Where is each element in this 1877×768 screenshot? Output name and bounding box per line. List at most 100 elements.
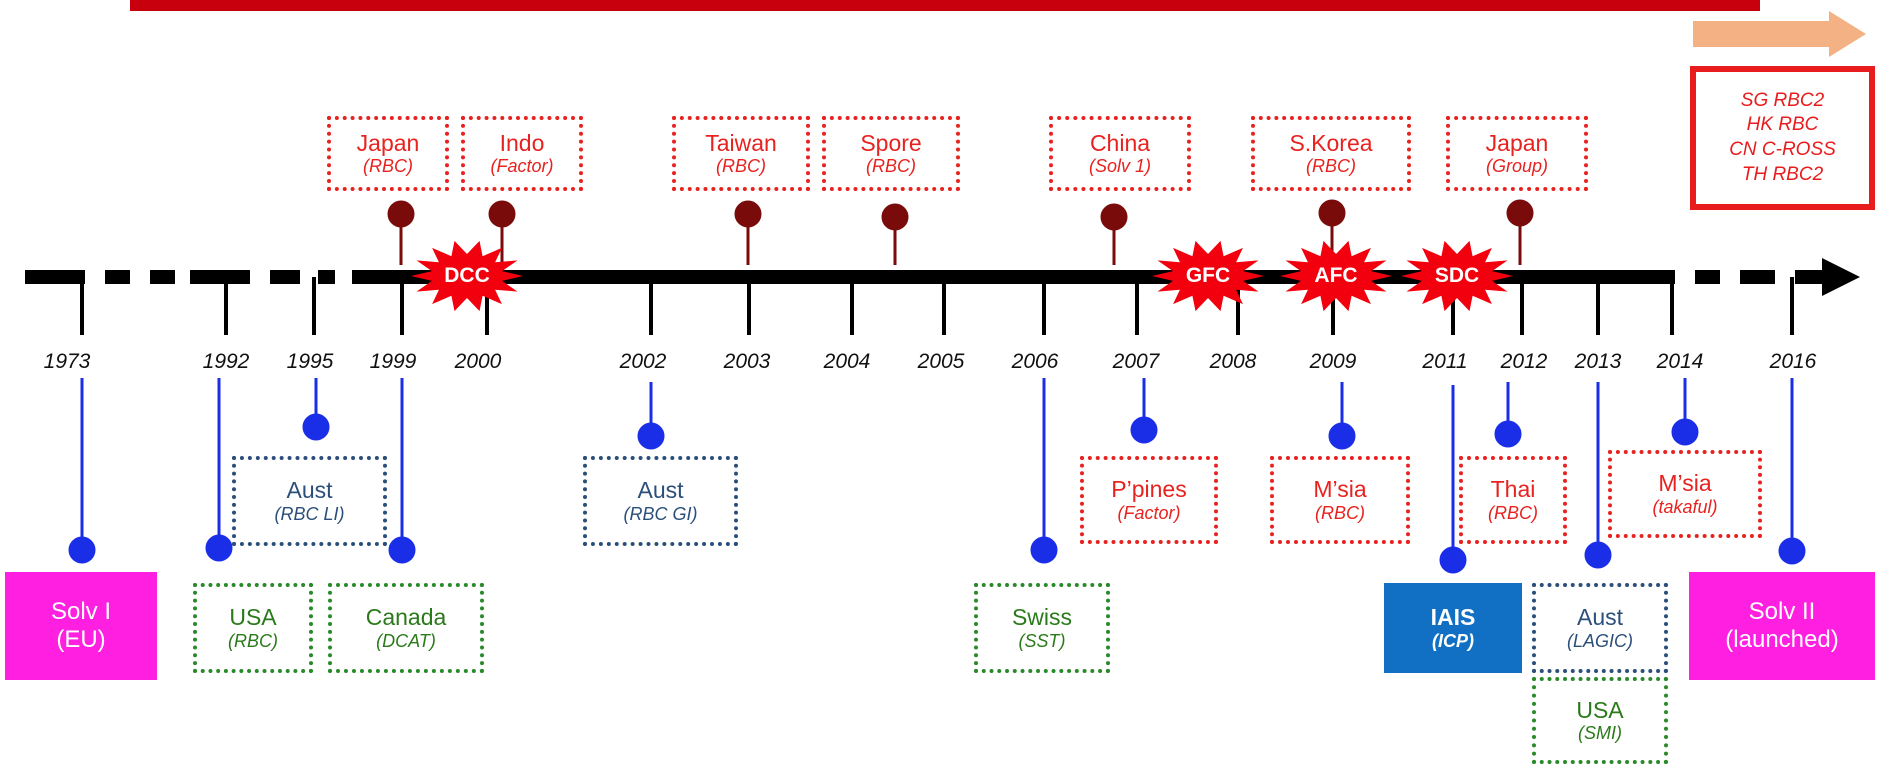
box-canada: Canada (DCAT) — [328, 583, 484, 673]
year-label: 2007 — [1112, 350, 1160, 373]
box-subtitle: (Solv 1) — [1088, 156, 1151, 177]
year-label: 2011 — [1422, 350, 1468, 373]
box-msia-rbc: M’sia (RBC) — [1270, 456, 1410, 544]
box-title: M’sia — [1313, 476, 1367, 503]
box-aust-lagic: Aust (LAGIC) — [1532, 583, 1668, 673]
box-title: Canada — [365, 604, 447, 631]
upcoming-item: CN C-ROSS — [1729, 139, 1836, 160]
box-usa-rbc: USA (RBC) — [193, 583, 313, 673]
box-taiwan: Taiwan (RBC) — [672, 116, 810, 191]
box-aust-rbc-li: Aust (RBC LI) — [232, 456, 387, 546]
box-title: Swiss — [1011, 604, 1073, 631]
year-label: 2013 — [1574, 350, 1622, 373]
box-subtitle: (RBC) — [228, 630, 278, 651]
box-solv2: Solv II (launched) — [1689, 572, 1875, 680]
year-label: 1999 — [369, 350, 417, 373]
year-label: 2004 — [823, 350, 871, 373]
upcoming-regimes-box: SG RBC2 HK RBC CN C-ROSS TH RBC2 — [1690, 66, 1875, 210]
box-subtitle: (RBC GI) — [623, 503, 698, 524]
year-label: 1992 — [202, 350, 250, 373]
box-subtitle: (RBC LI) — [274, 503, 345, 524]
box-title: Aust — [286, 477, 333, 504]
future-arrow — [1693, 11, 1866, 57]
box-solv1: Solv I (EU) — [5, 572, 157, 680]
lower-stems — [68, 378, 1806, 574]
box-title: Taiwan — [705, 129, 777, 156]
crisis-label-dcc: DCC — [444, 264, 490, 287]
box-swiss: Swiss (SST) — [974, 583, 1110, 673]
box-title: Spore — [860, 129, 922, 156]
box-ppines: P’pines (Factor) — [1080, 456, 1218, 544]
year-label: 2009 — [1309, 350, 1357, 373]
box-subtitle: (launched) — [1725, 626, 1839, 653]
box-subtitle: (ICP) — [1432, 630, 1474, 651]
upper-pins — [387, 199, 1534, 265]
box-thai: Thai (RBC) — [1459, 456, 1567, 544]
box-skorea: S.Korea (RBC) — [1251, 116, 1411, 191]
year-label: 2006 — [1011, 350, 1059, 373]
box-subtitle: (Group) — [1485, 156, 1548, 177]
crisis-label-sdc: SDC — [1434, 264, 1480, 287]
year-label: 2002 — [619, 350, 667, 373]
year-label: 2005 — [917, 350, 965, 373]
crisis-burst-dcc — [411, 240, 523, 312]
box-subtitle: (takaful) — [1652, 496, 1718, 517]
box-aust-rbc-gi: Aust (RBC GI) — [583, 456, 738, 546]
box-title: Indo — [499, 129, 545, 156]
box-subtitle: (RBC) — [363, 156, 413, 177]
upcoming-item: TH RBC2 — [1741, 163, 1824, 185]
crisis-bursts — [411, 240, 1513, 312]
box-subtitle: (LAGIC) — [1566, 630, 1633, 651]
year-label: 1995 — [286, 350, 334, 373]
timeline-arrowhead — [1822, 258, 1860, 296]
crisis-burst-gfc — [1152, 240, 1264, 312]
box-subtitle: (Factor) — [1117, 502, 1181, 523]
box-subtitle: (RBC) — [866, 156, 916, 177]
crisis-label-afc: AFC — [1314, 264, 1358, 287]
box-title: Japan — [1485, 129, 1549, 156]
box-title: P’pines — [1111, 476, 1187, 503]
upcoming-item: SG RBC2 — [1740, 89, 1825, 111]
box-title: M’sia — [1658, 470, 1712, 497]
box-title: Aust — [1576, 604, 1624, 631]
box-subtitle: (EU) — [56, 626, 106, 653]
box-title: Solv II — [1748, 598, 1816, 626]
year-ticks — [80, 277, 1794, 335]
box-title: Japan — [356, 129, 420, 156]
year-label: 2014 — [1656, 350, 1704, 373]
year-label: 2000 — [454, 350, 502, 373]
year-label: 2008 — [1209, 350, 1257, 373]
crisis-label-gfc: GFC — [1185, 264, 1231, 287]
year-label: 2003 — [723, 350, 771, 373]
box-title: IAIS — [1430, 604, 1476, 631]
box-subtitle: (RBC) — [1488, 502, 1538, 523]
box-title: Solv I — [50, 598, 112, 626]
crisis-burst-sdc — [1401, 240, 1513, 312]
box-japan-group: Japan (Group) — [1446, 116, 1588, 191]
box-subtitle: (DCAT) — [376, 630, 436, 651]
box-subtitle: (Factor) — [490, 156, 554, 177]
box-indo: Indo (Factor) — [461, 116, 583, 191]
upcoming-item: HK RBC — [1746, 114, 1819, 136]
box-title: S.Korea — [1289, 129, 1373, 156]
box-title: Aust — [637, 477, 684, 504]
box-iais: IAIS (ICP) — [1384, 583, 1522, 673]
box-subtitle: (SMI) — [1578, 723, 1622, 744]
box-subtitle: (RBC) — [1315, 502, 1365, 523]
year-label: 2012 — [1500, 350, 1548, 373]
box-china: China (Solv 1) — [1049, 116, 1191, 191]
box-subtitle: (SST) — [1018, 630, 1066, 651]
box-usa-smi: USA (SMI) — [1532, 677, 1668, 764]
top-banner-bar — [130, 0, 1760, 11]
year-label: 1973 — [43, 350, 91, 373]
box-spore: Spore (RBC) — [822, 116, 960, 191]
crisis-burst-afc — [1280, 240, 1392, 312]
box-subtitle: (RBC) — [1306, 156, 1356, 177]
box-japan-rbc: Japan (RBC) — [327, 116, 449, 191]
box-subtitle: (RBC) — [716, 156, 766, 177]
box-title: Thai — [1490, 476, 1536, 503]
year-label: 2016 — [1769, 350, 1817, 373]
box-title: USA — [1576, 696, 1624, 723]
